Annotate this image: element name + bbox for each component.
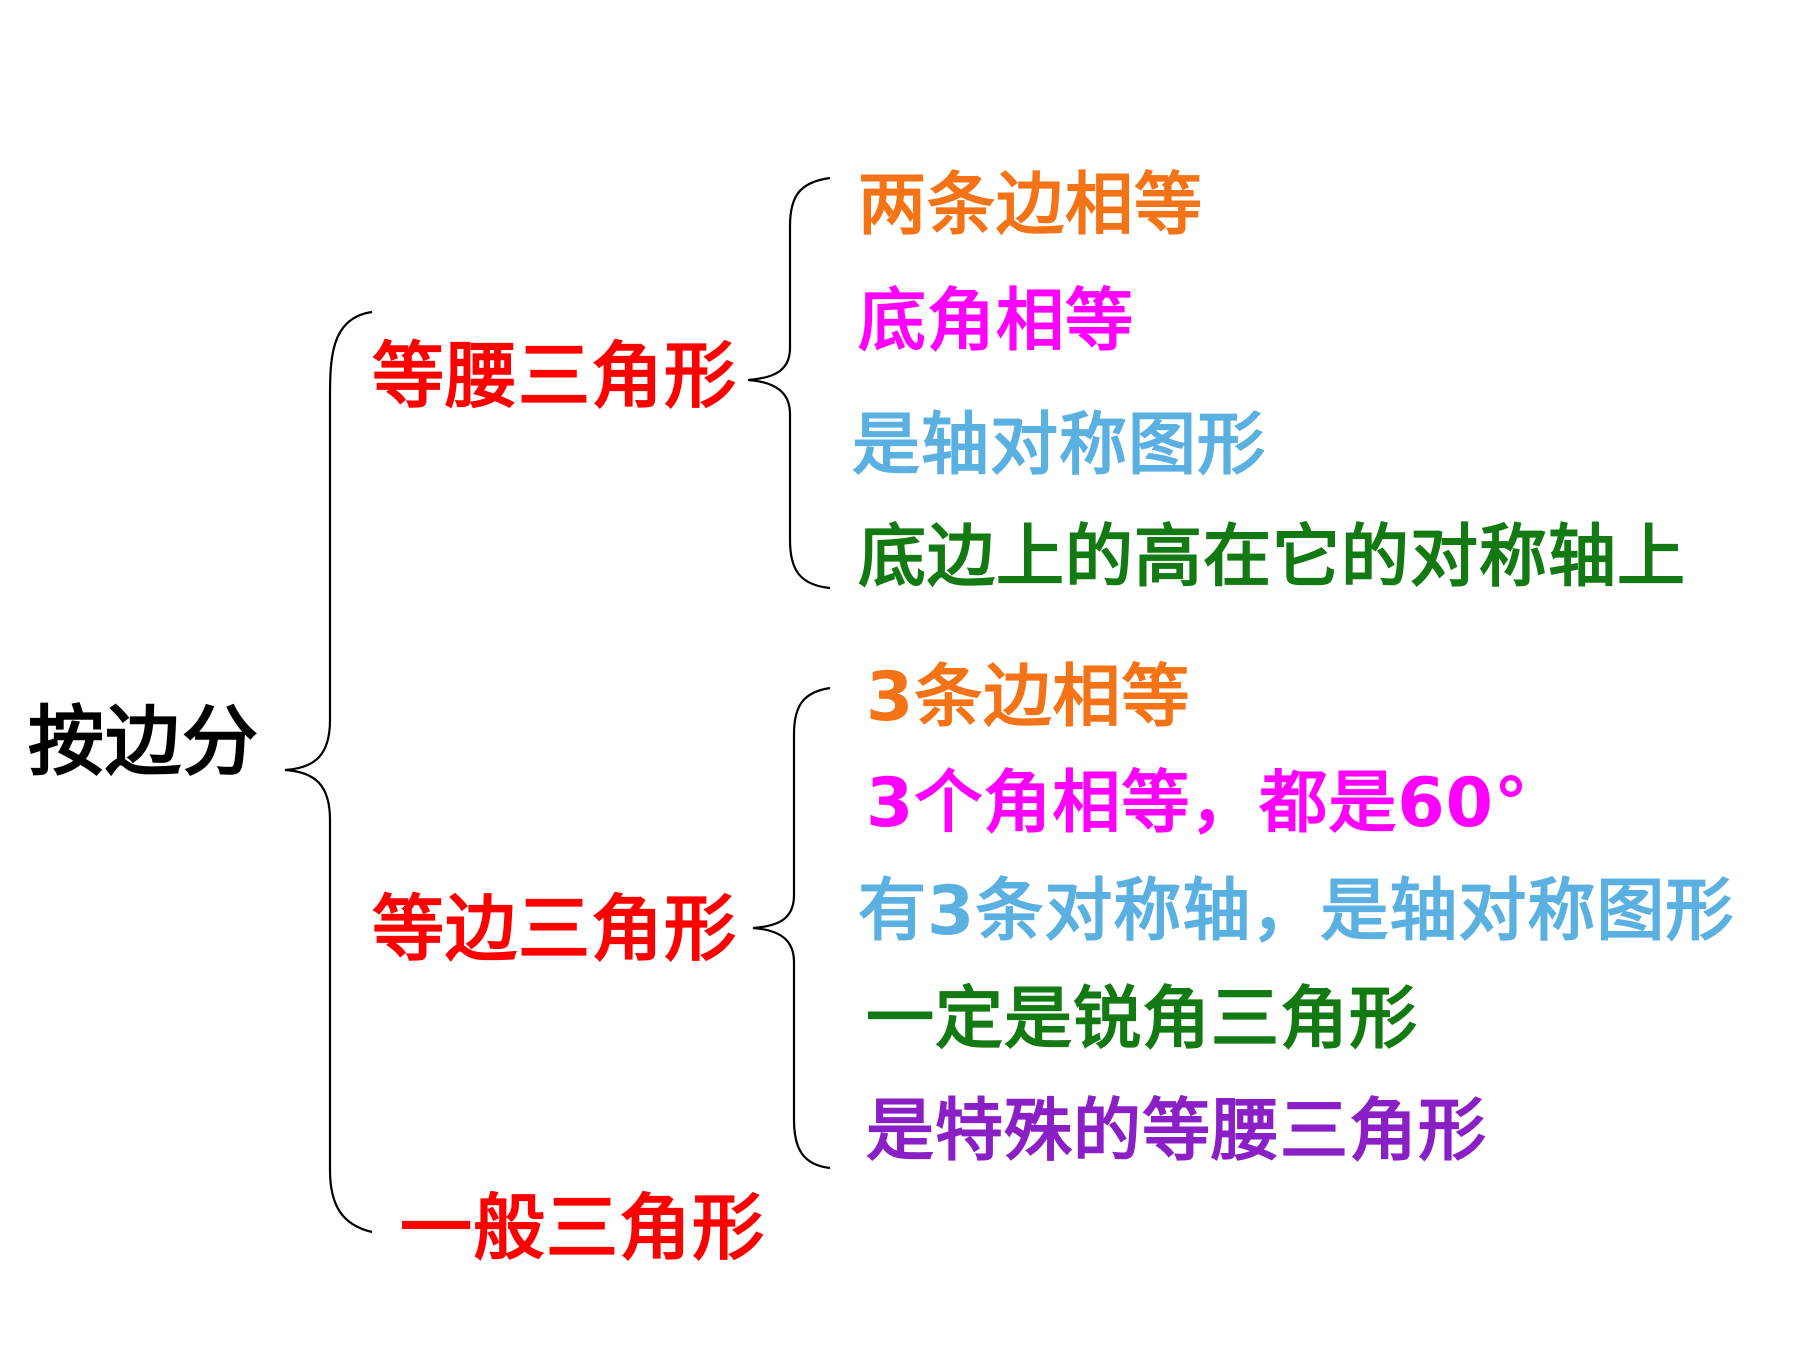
isosceles-prop-base-angles-equal: 底角相等 [858, 282, 1135, 361]
equilateral-prop-three-angles-60: 3个角相等，都是60° [866, 764, 1529, 843]
category-general: 一般三角形 [400, 1186, 766, 1270]
equilateral-prop-acute: 一定是锐角三角形 [866, 980, 1419, 1059]
root-brace [284, 310, 373, 1234]
category-equilateral: 等边三角形 [372, 887, 738, 971]
equilateral-prop-three-axes: 有3条对称轴，是轴对称图形 [858, 872, 1735, 951]
equilateral-prop-three-sides-equal: 3条边相等 [866, 658, 1191, 737]
isosceles-prop-two-sides-equal: 两条边相等 [858, 166, 1204, 245]
isosceles-prop-axis-symmetric: 是轴对称图形 [852, 406, 1267, 485]
root-label: 按边分 [28, 697, 259, 786]
isosceles-brace [747, 176, 831, 590]
equilateral-brace [752, 686, 831, 1170]
equilateral-prop-special-isosceles: 是特殊的等腰三角形 [866, 1092, 1488, 1171]
isosceles-prop-altitude-on-axis: 底边上的高在它的对称轴上 [858, 518, 1687, 597]
category-isosceles: 等腰三角形 [372, 334, 738, 418]
